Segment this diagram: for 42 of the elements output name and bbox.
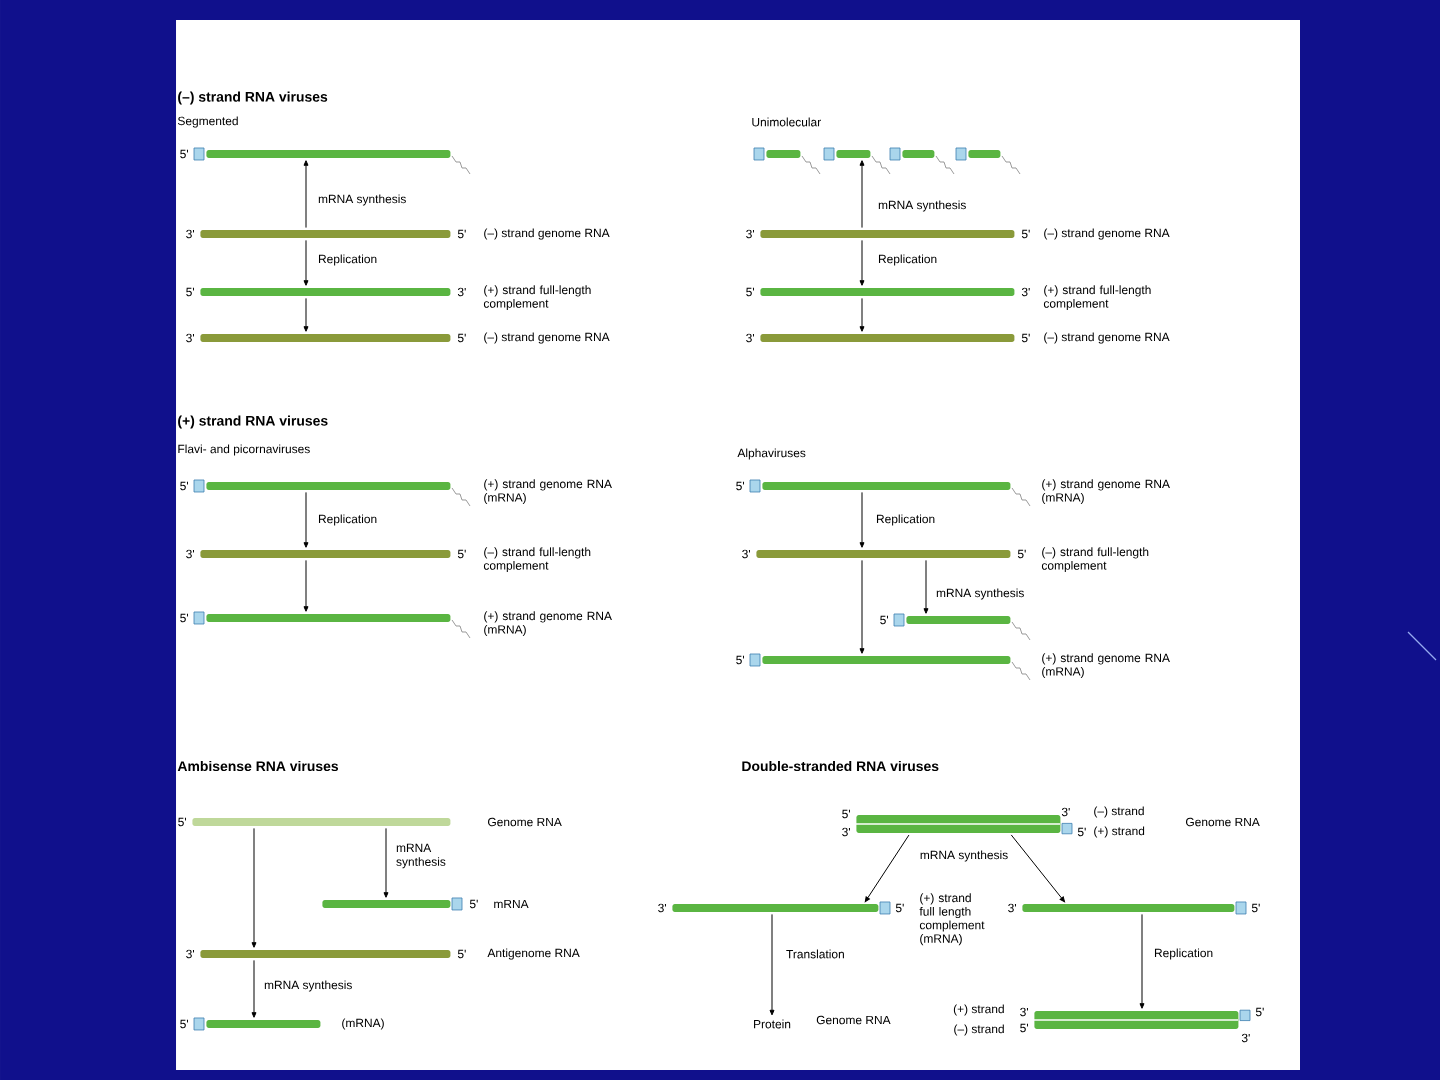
arrow bbox=[859, 559, 865, 654]
rna-strand bbox=[760, 230, 1015, 238]
rna-strand bbox=[193, 479, 471, 507]
rna-strand bbox=[192, 818, 451, 826]
rna-strand bbox=[193, 147, 471, 175]
rna-strand bbox=[200, 950, 451, 958]
rna-strand bbox=[200, 334, 451, 342]
rna-strand bbox=[760, 288, 1015, 296]
arrow bbox=[923, 559, 929, 614]
rna-strand bbox=[1022, 901, 1247, 915]
arrow bbox=[303, 160, 309, 229]
arrow bbox=[1139, 913, 1145, 1009]
arrow bbox=[1010, 834, 1066, 903]
rna-strand bbox=[200, 550, 451, 558]
rna-strand bbox=[753, 147, 821, 175]
arrow bbox=[251, 959, 257, 1018]
arrow bbox=[859, 297, 865, 332]
rna-strand bbox=[756, 550, 1011, 558]
rna-strand bbox=[193, 611, 471, 639]
rna-strand bbox=[749, 479, 1031, 507]
rna-strand bbox=[322, 897, 463, 911]
rna-strand bbox=[955, 147, 1021, 175]
arrow bbox=[383, 827, 389, 898]
rna-strand bbox=[760, 334, 1015, 342]
arrow bbox=[859, 160, 865, 229]
rna-strand bbox=[672, 901, 891, 915]
rna-strand bbox=[823, 147, 891, 175]
arrow bbox=[859, 491, 865, 548]
rna-strand bbox=[749, 653, 1031, 681]
rna-strand bbox=[200, 288, 451, 296]
arrow bbox=[251, 827, 257, 948]
rna-strand bbox=[193, 1017, 321, 1031]
rna-strand bbox=[200, 230, 451, 238]
rna-strand bbox=[889, 147, 955, 175]
arrow bbox=[859, 239, 865, 286]
arrow bbox=[303, 239, 309, 286]
arrow bbox=[303, 491, 309, 548]
arrow bbox=[769, 913, 775, 1016]
arrow bbox=[864, 834, 910, 903]
rna-strand bbox=[893, 613, 1031, 641]
arrow bbox=[303, 297, 309, 332]
arrow bbox=[303, 559, 309, 612]
